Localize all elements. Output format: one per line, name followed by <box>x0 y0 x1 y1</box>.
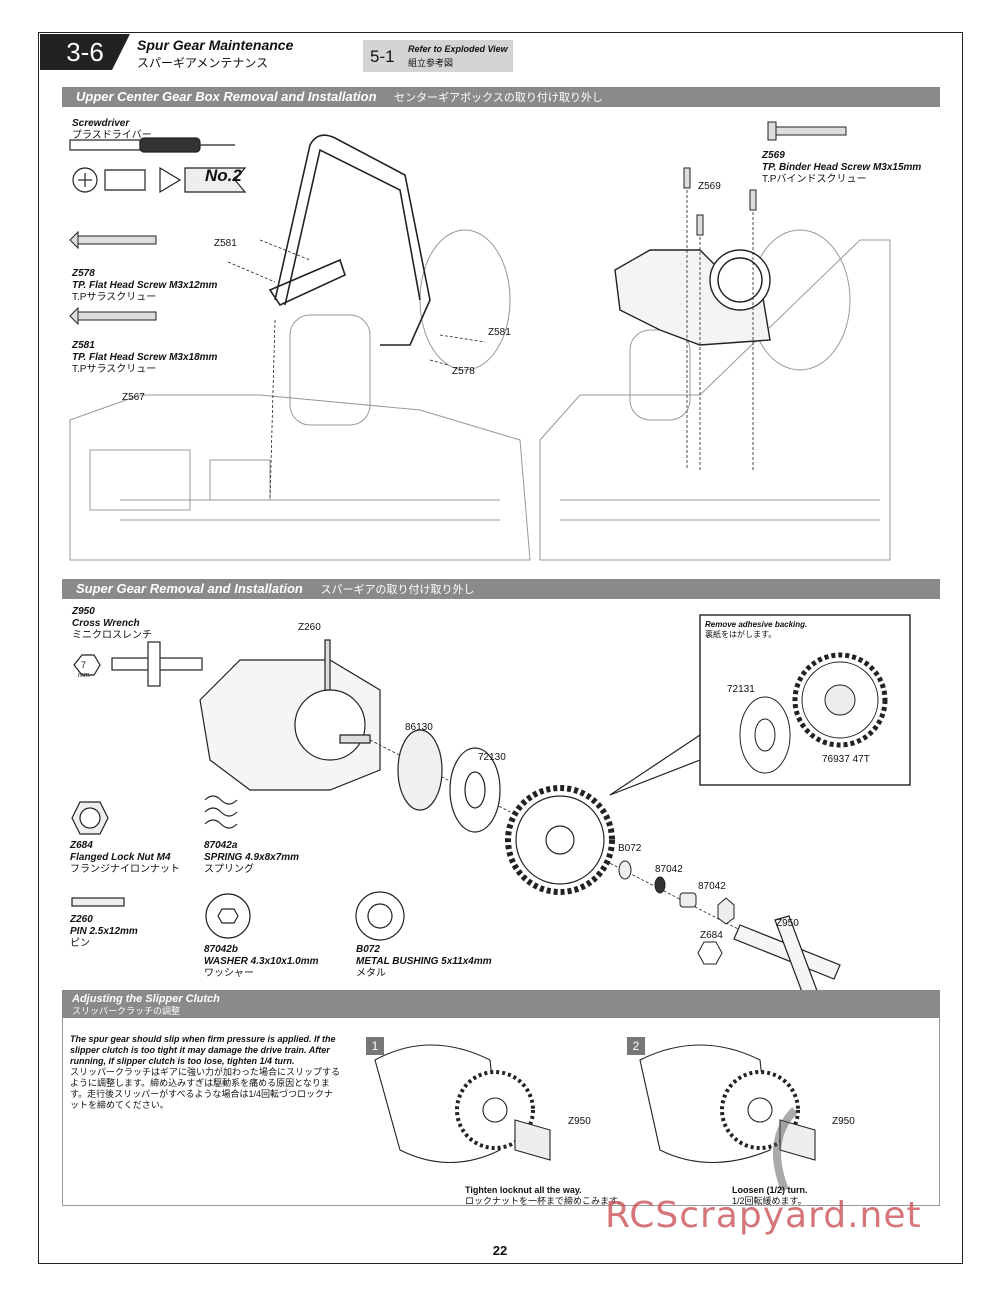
hex-size-icon <box>697 941 723 965</box>
step-1-tool: Z950 <box>568 1116 591 1127</box>
hand-step1-art <box>374 1044 551 1163</box>
reference-number: 5-1 <box>370 47 395 66</box>
spur-gear-art <box>505 785 615 895</box>
callout-76937: 76937 47T <box>822 754 870 765</box>
leader-lines-right <box>686 190 754 470</box>
callout-z569: Z569 <box>698 181 721 192</box>
step-1-badge: 1 <box>366 1037 384 1055</box>
leader-lines-left <box>227 239 486 501</box>
callout-86130: 86130 <box>405 722 433 733</box>
gearbox-housing-art <box>199 639 381 791</box>
reference-box <box>363 40 513 72</box>
step-2-badge: 2 <box>627 1037 645 1055</box>
section1-title-jp: センターギアボックスの取り付け取り外し <box>394 92 603 104</box>
screwdriver-icon <box>69 137 247 194</box>
section-number: 3-6 <box>40 34 130 70</box>
watermark: RCScrapyard.net <box>605 1195 922 1236</box>
reference-label: Refer to Exploded View <box>408 44 508 54</box>
callout-b072: B072 <box>618 843 642 854</box>
page-frame <box>38 32 963 1264</box>
section2-band: Super Gear Removal and Installation スパーギ… <box>62 579 940 599</box>
section1-title: Upper Center Gear Box Removal and Instal… <box>76 89 377 104</box>
screws-right-art <box>683 167 757 236</box>
page-number: 22 <box>492 1243 508 1258</box>
slipper-plate-art <box>397 729 501 833</box>
slipper-adjust-header: Adjusting the Slipper Clutch スリッパークラッチの調… <box>62 990 940 1018</box>
callout-z567: Z567 <box>122 392 145 403</box>
callout-z260: Z260 <box>298 622 321 633</box>
section2-title-jp: スパーギアの取り付け取り外し <box>320 584 475 596</box>
callout-z950: Z950 <box>776 918 799 929</box>
callout-z578: Z578 <box>452 366 475 377</box>
callout-87042a: 87042 <box>698 881 726 892</box>
flat-head-screw-icon <box>69 121 847 326</box>
screwdriver-size: No.2 <box>205 166 242 185</box>
section2-title: Super Gear Removal and Installation <box>76 581 303 596</box>
step-2-tool: Z950 <box>832 1116 855 1127</box>
roll-bar-art <box>268 134 431 346</box>
reference-label-jp: 組立参考図 <box>408 58 454 68</box>
tool-size-label: 7 <box>81 660 87 670</box>
callout-87042b: 87042 <box>655 864 683 875</box>
callout-z581-b: Z581 <box>488 327 511 338</box>
small-parts-art <box>618 860 735 925</box>
section-title: Spur Gear Maintenance <box>137 37 294 53</box>
callout-z684: Z684 <box>700 930 723 941</box>
slipper-adjust-text: The spur gear should slip when firm pres… <box>70 1034 341 1110</box>
gearbox-right-art <box>614 249 771 346</box>
callout-z581-a: Z581 <box>214 238 237 249</box>
section-title-jp: スパーギアメンテナンス <box>137 56 269 70</box>
callout-72130: 72130 <box>478 752 506 763</box>
inset-callout-box <box>609 614 911 796</box>
slipper-adjust-title: Adjusting the Slipper Clutch <box>72 993 220 1005</box>
inset-note: Remove adhesive backing.裏紙をはがします。 <box>705 620 808 639</box>
section1-band: Upper Center Gear Box Removal and Instal… <box>62 87 940 107</box>
callout-72131: 72131 <box>727 684 755 695</box>
step-1-caption: Tighten locknut all the way.ロックナットを一杯まで締… <box>465 1185 627 1206</box>
hand-step2-art <box>639 1044 816 1192</box>
cross-wrench-icon <box>73 641 203 687</box>
slipper-adjust-title-jp: スリッパークラッチの調整 <box>72 1006 181 1016</box>
part-icons <box>71 795 405 941</box>
step-2-caption: Loosen (1/2) turn.1/2回転緩めます。 <box>732 1185 808 1206</box>
tool-size-unit: mm <box>78 672 90 679</box>
